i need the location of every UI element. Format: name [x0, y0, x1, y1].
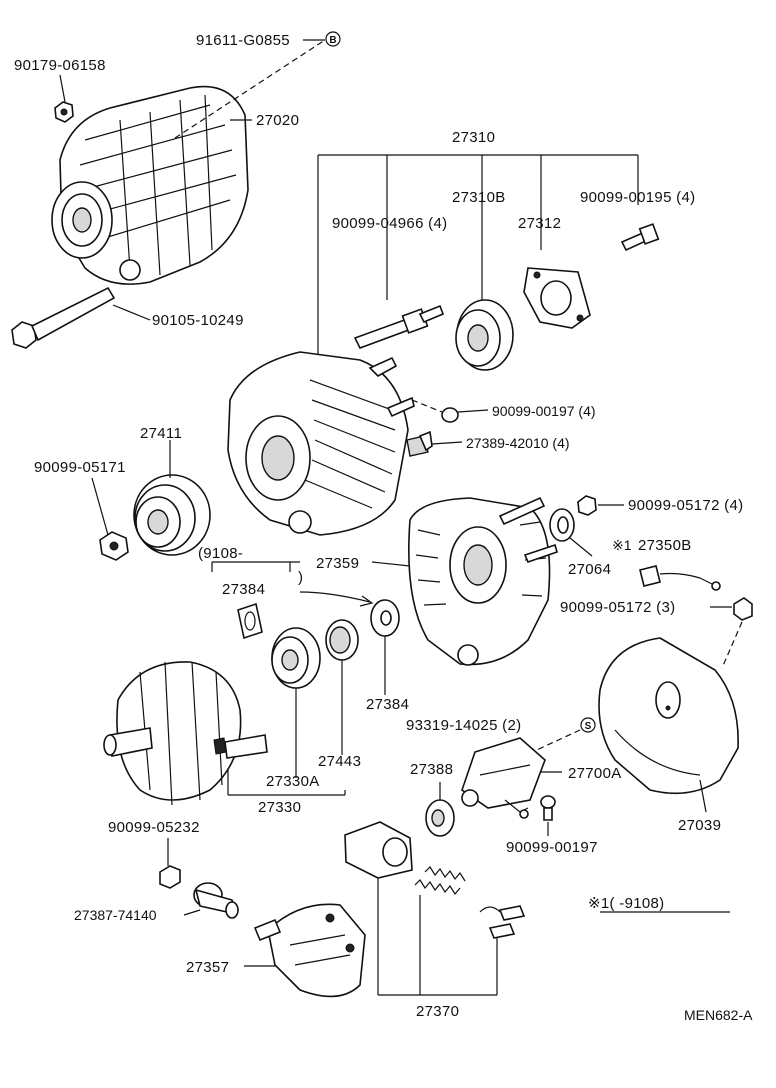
spring-icon	[414, 866, 466, 896]
collar-icon	[370, 599, 400, 637]
nut-icon	[441, 407, 459, 423]
label-93319: 93319-14025 (2)	[406, 717, 521, 734]
label-9108: (9108-	[198, 545, 243, 562]
label-90105: 90105-10249	[152, 312, 244, 329]
terminal-insulator-icon	[193, 882, 239, 919]
brush-holder-icon	[344, 821, 413, 879]
rectifier-end-frame-icon	[408, 496, 558, 666]
label-27370: 27370	[416, 1003, 459, 1020]
nut-icon	[577, 495, 597, 516]
stud-bolt-icon	[353, 304, 445, 349]
nut-icon	[733, 597, 753, 621]
pulley-icon	[133, 474, 211, 556]
nut-icon	[54, 101, 74, 123]
bearing-icon	[425, 799, 455, 837]
label-27064: 27064	[568, 561, 611, 578]
label-footnote: ※1( -9108)	[588, 895, 664, 912]
rear-cover-icon	[598, 637, 739, 795]
label-27310: 27310	[452, 129, 495, 146]
label-90179: 90179-06158	[14, 57, 106, 74]
label-27350b: 27350B	[638, 537, 692, 554]
washer-icon	[549, 508, 575, 542]
label-27384-b: 27384	[366, 696, 409, 713]
alternator-assembly	[51, 85, 249, 285]
label-27330: 27330	[258, 799, 301, 816]
bearing-icon	[271, 627, 321, 689]
mark-s-icon: S	[580, 717, 596, 733]
brush-icon	[479, 905, 526, 939]
label-27310b: 27310B	[452, 189, 506, 206]
label-90099-00195: 90099-00195 (4)	[580, 189, 695, 206]
drive-end-frame-icon	[227, 351, 415, 536]
bolt-icon	[11, 286, 116, 349]
label-diagram-code: MEN682-A	[684, 1007, 753, 1023]
mark-b-icon: B	[325, 31, 341, 47]
label-27359: 27359	[316, 555, 359, 572]
label-27357: 27357	[186, 959, 229, 976]
label-mark-1: ※1	[612, 537, 632, 553]
label-90099-05171: 90099-05171	[34, 459, 126, 476]
label-27384-a: 27384	[222, 581, 265, 598]
label-27389: 27389-42010 (4)	[466, 435, 570, 451]
label-90099-04966: 90099-04966 (4)	[332, 215, 447, 232]
label-90099-00197-b: 90099-00197	[506, 839, 598, 856]
label-90099-05232: 90099-05232	[108, 819, 200, 836]
label-27443: 27443	[318, 753, 361, 770]
svg-text:S: S	[585, 721, 592, 732]
spacer-icon	[237, 602, 263, 640]
label-27330a: 27330A	[266, 773, 320, 790]
screw-icon	[540, 795, 556, 821]
nut-icon	[159, 865, 181, 889]
svg-text:B: B	[329, 35, 336, 46]
terminal-icon	[639, 565, 721, 591]
insulator-icon	[406, 430, 433, 457]
label-27312: 27312	[518, 215, 561, 232]
bearing-icon	[455, 299, 514, 371]
retainer-plate-icon	[523, 267, 591, 329]
label-27020: 27020	[256, 112, 299, 129]
label-91611: 91611-G0855	[196, 32, 290, 49]
label-27411: 27411	[140, 425, 182, 442]
label-27039: 27039	[678, 817, 721, 834]
label-90099-00197-a: 90099-00197 (4)	[492, 403, 596, 419]
label-9108-close: )	[298, 569, 303, 586]
regulator-icon	[461, 737, 546, 819]
nut-icon	[99, 531, 129, 561]
label-27700a: 27700A	[568, 765, 622, 782]
label-27387: 27387-74140	[74, 907, 157, 923]
seal-icon	[325, 619, 359, 661]
label-90099-05172-b: 90099-05172 (3)	[560, 599, 675, 616]
screw-icon	[620, 223, 660, 252]
label-27388: 27388	[410, 761, 453, 778]
label-90099-05172-a: 90099-05172 (4)	[628, 497, 743, 514]
rectifier-icon	[253, 903, 366, 998]
rotor-icon	[103, 661, 268, 806]
